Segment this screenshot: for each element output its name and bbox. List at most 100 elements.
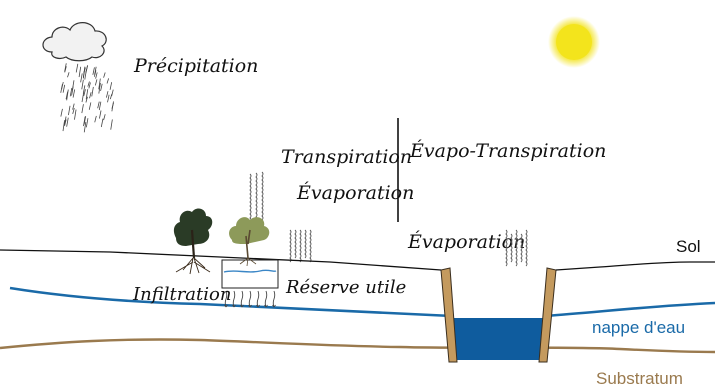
rain-streak xyxy=(87,81,90,87)
label-evaporation-water: Évaporation xyxy=(407,230,525,253)
vapor-squiggle xyxy=(510,233,513,263)
rain-streak xyxy=(95,72,98,79)
rain-streak xyxy=(89,92,92,99)
rain-streak xyxy=(91,86,94,97)
rain-streak xyxy=(88,82,91,89)
rain-streak xyxy=(74,109,77,120)
rain-streak xyxy=(78,66,82,78)
infiltration-arrow xyxy=(264,290,268,308)
label-precipitation: Précipitation xyxy=(133,55,258,77)
vapor-squiggles xyxy=(249,171,528,267)
rain-streak xyxy=(85,118,89,128)
rain-streak xyxy=(111,102,114,109)
well-wall-right xyxy=(538,267,557,363)
infiltration-arrow xyxy=(240,290,244,308)
infiltration-arrows xyxy=(224,290,276,308)
rain-streak xyxy=(72,107,75,114)
water-table-line-left xyxy=(9,286,453,318)
tree-light-icon xyxy=(229,217,270,267)
rain-streak xyxy=(81,104,84,114)
ground-surface-right xyxy=(555,261,715,271)
rain-streak xyxy=(82,66,86,78)
rain-streak xyxy=(94,79,98,86)
rain-streak xyxy=(85,65,88,74)
rain-streaks xyxy=(60,63,114,133)
well-wall-left xyxy=(440,267,458,363)
rain-streak xyxy=(106,78,109,84)
label-transpiration: Transpiration xyxy=(281,146,412,168)
rain-streak xyxy=(62,120,65,132)
rain-streak xyxy=(66,89,69,101)
vapor-squiggle xyxy=(294,229,297,259)
rain-streak xyxy=(72,89,76,98)
vapor-squiggle xyxy=(309,229,312,263)
vapor-squiggle xyxy=(520,233,523,263)
infiltration-arrow xyxy=(232,290,236,308)
rain-streak xyxy=(83,89,86,96)
rain-streak xyxy=(82,85,86,94)
rain-streak xyxy=(98,82,101,94)
substratum-line xyxy=(0,338,715,354)
rain-streak xyxy=(83,116,86,127)
label-sol: Sol xyxy=(676,237,701,256)
rain-streak xyxy=(103,72,106,78)
sun-icon xyxy=(548,16,600,68)
rain-streak xyxy=(105,91,109,98)
rain-streak xyxy=(60,84,63,93)
rain-streak xyxy=(103,114,106,121)
infiltration-arrow xyxy=(256,290,260,308)
rain-streak xyxy=(62,84,66,93)
rain-streak xyxy=(85,89,89,100)
label-substratum: Substratum xyxy=(596,369,683,388)
rain-streak xyxy=(80,73,83,83)
infiltration-arrow xyxy=(248,290,252,308)
water-table-line-right xyxy=(544,301,715,318)
rain-streak xyxy=(93,70,97,77)
rain-streak xyxy=(71,80,75,91)
rain-streak xyxy=(109,82,113,90)
vapor-squiggle xyxy=(261,171,264,225)
infiltration-arrow xyxy=(272,290,276,308)
tree-dark-icon xyxy=(173,208,213,275)
rain-streak xyxy=(92,67,95,75)
rain-streak xyxy=(72,103,75,110)
vapor-squiggle xyxy=(515,229,518,267)
rain-streak xyxy=(88,102,92,110)
rain-streak xyxy=(65,91,69,100)
rain-streak xyxy=(68,105,71,116)
ground-surface-left xyxy=(0,249,442,271)
cloud-icon xyxy=(42,22,107,62)
rain-streak xyxy=(109,93,113,100)
label-infiltration: Infiltration xyxy=(132,284,231,305)
rain-streak xyxy=(67,72,70,78)
rain-streak xyxy=(60,108,63,117)
rain-streak xyxy=(64,119,67,126)
well-water xyxy=(450,318,546,360)
rain-streak xyxy=(98,78,101,90)
label-nappe: nappe d'eau xyxy=(592,318,685,337)
vapor-squiggle xyxy=(299,229,302,263)
rain-streak xyxy=(100,83,103,91)
label-evaporation-plants: Évaporation xyxy=(296,181,414,204)
vapor-squiggle xyxy=(505,229,508,267)
reserve-utile-box xyxy=(221,259,279,289)
rain-streak xyxy=(100,118,104,128)
rain-streak xyxy=(98,101,102,111)
rain-streak xyxy=(85,96,88,103)
rain-streak xyxy=(110,119,113,130)
infiltration-arrow xyxy=(224,290,228,308)
rain-streak xyxy=(83,121,87,133)
vapor-squiggle xyxy=(525,229,528,267)
label-evapo-transpiration: Évapo-Transpiration xyxy=(409,139,606,162)
rain-streak xyxy=(81,79,84,90)
rain-streak xyxy=(81,92,85,103)
rain-streak xyxy=(94,115,97,123)
vapor-squiggle xyxy=(255,172,258,226)
label-reserve-utile: Réserve utile xyxy=(285,277,406,298)
rain-streak xyxy=(69,87,73,97)
rain-streak xyxy=(107,94,110,103)
rain-streak xyxy=(66,117,69,127)
rain-streak xyxy=(64,66,67,73)
rain-streak xyxy=(83,116,87,125)
